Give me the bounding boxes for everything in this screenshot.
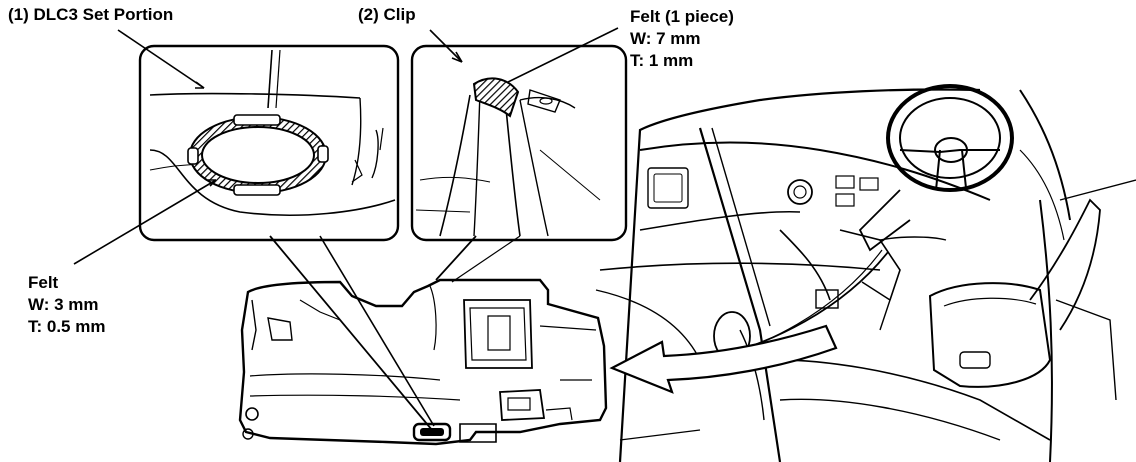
- felt-1-piece-thickness: T: 1 mm: [630, 51, 694, 70]
- detail-box-clip: [410, 44, 628, 242]
- felt-dlc3-width: W: 3 mm: [28, 295, 99, 314]
- leader-lines: [73, 27, 619, 265]
- felt-ring-dlc3: [187, 114, 329, 196]
- felt-pad-clip: [472, 77, 520, 118]
- label-felt-1-piece: Felt (1 piece) W: 7 mm T: 1 mm: [630, 6, 734, 72]
- car-interior: [595, 84, 1136, 462]
- felt-dlc3-thickness: T: 0.5 mm: [28, 317, 106, 336]
- felt-1-piece-title: Felt (1 piece): [630, 7, 734, 26]
- felt-dlc3-title: Felt: [28, 273, 59, 292]
- felt-1-piece-width: W: 7 mm: [630, 29, 701, 48]
- direction-arrow: [609, 324, 838, 394]
- label-clip: (2) Clip: [358, 5, 416, 24]
- label-felt-dlc3: Felt W: 3 mm T: 0.5 mm: [28, 272, 105, 338]
- lower-panel: [238, 278, 608, 446]
- detail-box-dlc3: [138, 44, 400, 242]
- label-dlc3-set-portion: (1) DLC3 Set Portion: [8, 5, 174, 24]
